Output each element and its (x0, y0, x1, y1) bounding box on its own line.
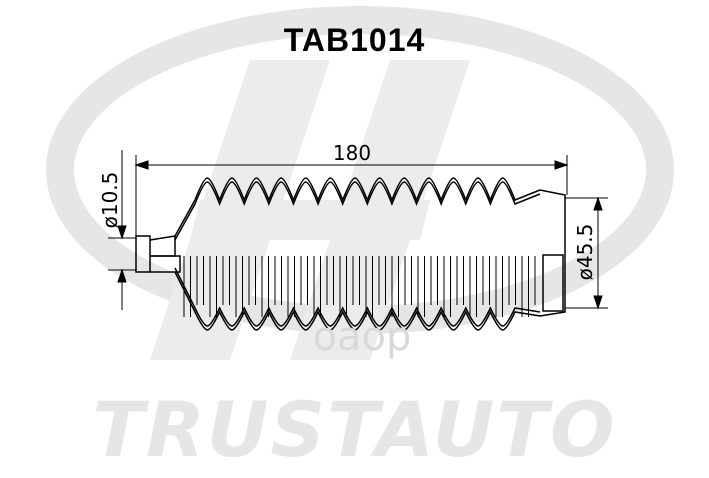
length-dimension (134, 155, 569, 236)
small-diameter-dimension (108, 150, 136, 310)
length-label: 180 (333, 141, 371, 165)
bellows-bottom-profile-inner (174, 267, 541, 327)
large-diameter-label: ø45.5 (573, 224, 597, 281)
small-diameter-label: ø10.5 (98, 172, 122, 229)
brand-watermark: TRUSTAUTO (92, 385, 617, 474)
logo-letter (150, 60, 470, 360)
large-end (539, 189, 566, 317)
part-number-title: TAB1014 (283, 22, 426, 58)
bellows-bottom-profile (174, 271, 541, 331)
large-end-collar (542, 254, 564, 312)
neck-lower (150, 255, 181, 273)
bellows-top-profile (174, 177, 541, 237)
large-diameter-dimension (565, 196, 608, 310)
bellows-outline (135, 177, 566, 331)
section-hatch (183, 256, 536, 317)
small-end-collar (135, 235, 151, 273)
bellows-top-profile-inner (174, 181, 541, 241)
center-watermark: oaop (313, 314, 412, 360)
neck-upper (149, 235, 176, 257)
